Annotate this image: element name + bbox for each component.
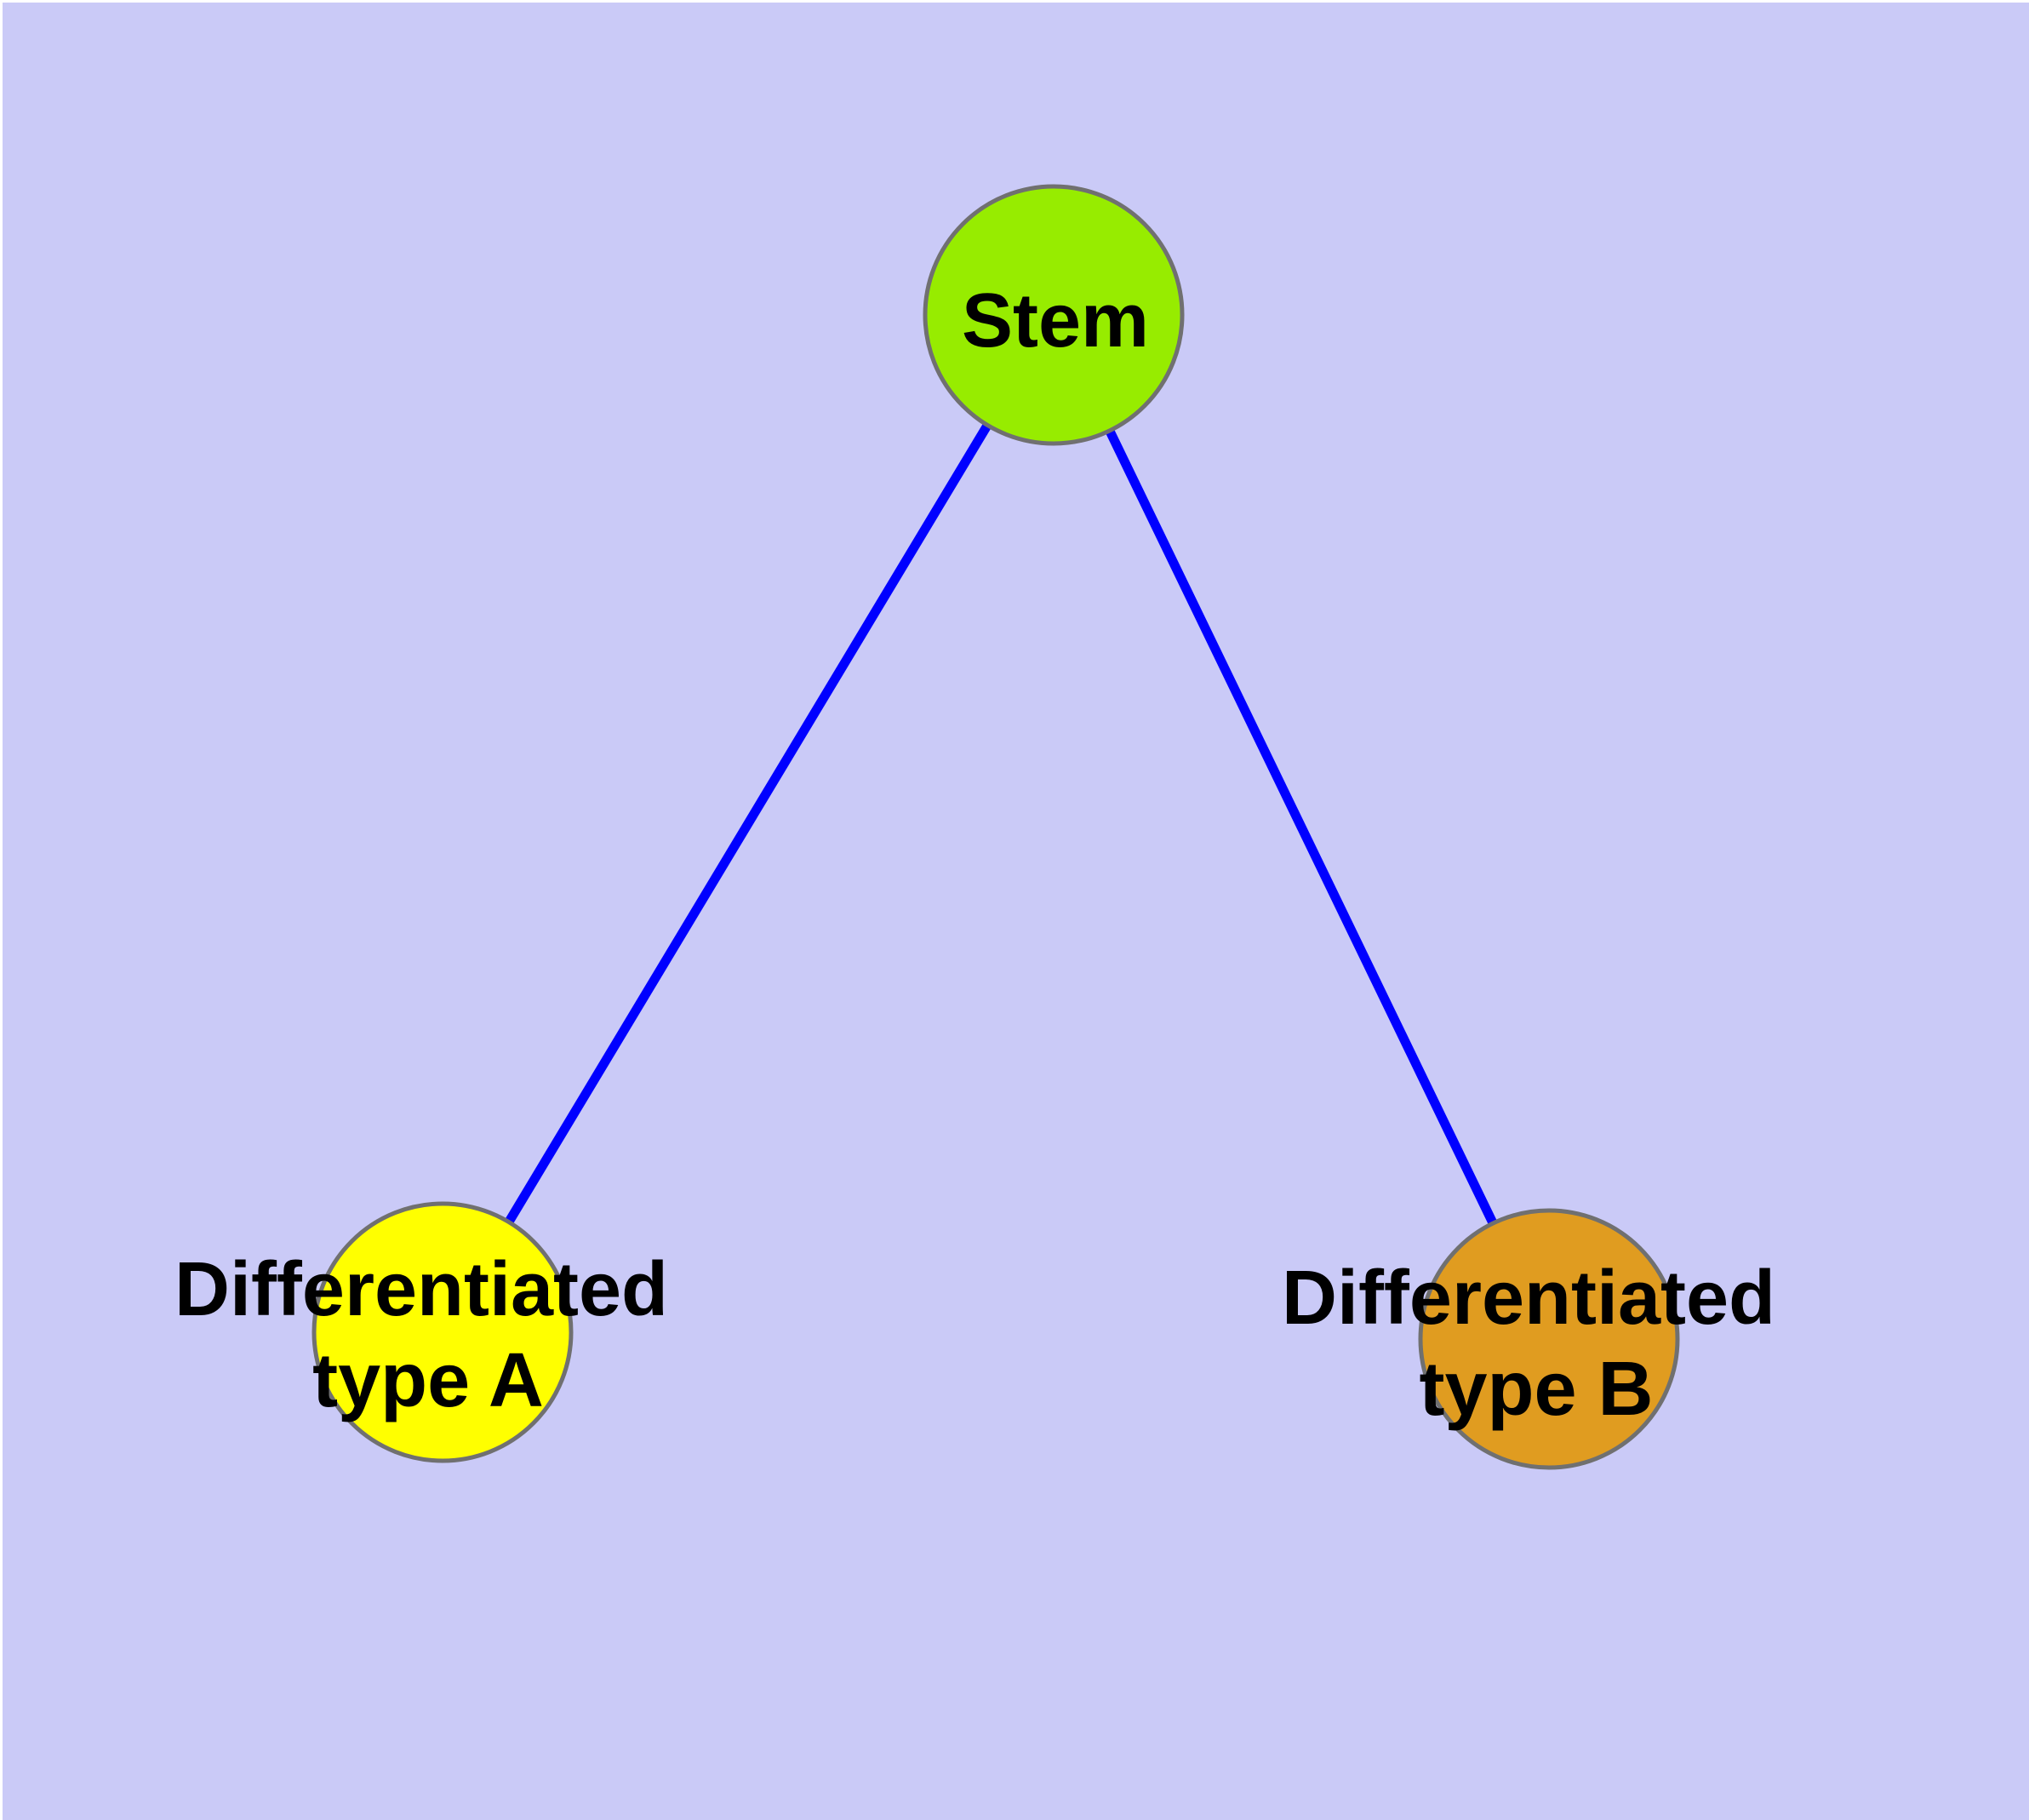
node-type-b-label-line2: type B <box>1419 1347 1653 1432</box>
node-stem-circle <box>923 184 1185 446</box>
edge-stem-to-type-a <box>438 312 1058 1335</box>
node-type-a-label-line1: Differentiated <box>174 1247 668 1332</box>
node-type-b-circle <box>1418 1208 1680 1470</box>
node-type-a-circle <box>311 1201 574 1463</box>
node-stem-label: Stem <box>962 278 1149 363</box>
node-group <box>311 184 1680 1470</box>
node-type-a-label-line2: type A <box>312 1338 544 1423</box>
label-group: Stem Differentiated type A Differentiate… <box>174 278 1775 1432</box>
edge-group <box>438 312 1553 1342</box>
node-type-b-label-line1: Differentiated <box>1282 1256 1775 1341</box>
edge-stem-to-type-b <box>1049 312 1553 1342</box>
